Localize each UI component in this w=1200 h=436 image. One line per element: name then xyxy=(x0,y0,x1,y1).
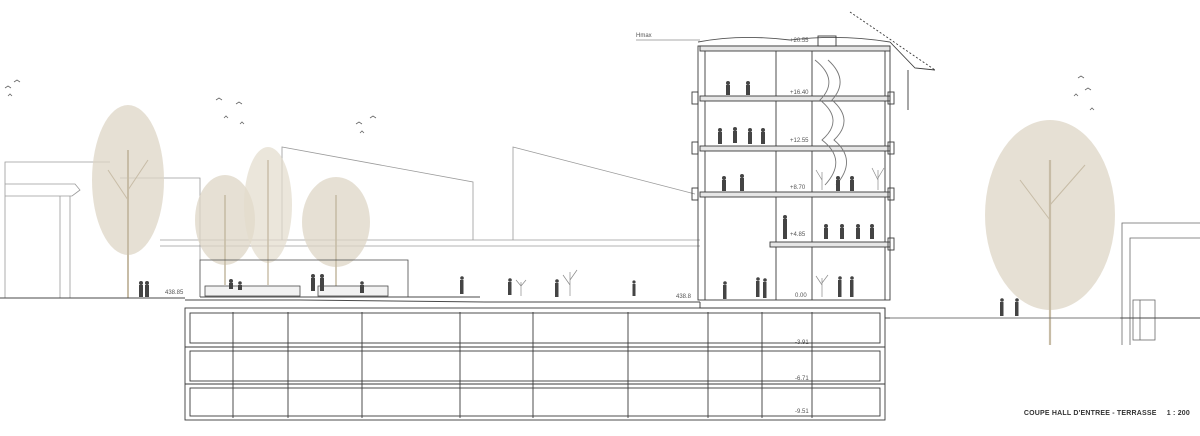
person xyxy=(733,127,737,143)
underground-parking xyxy=(184,307,886,421)
person xyxy=(723,281,727,299)
hmax-label: Hmax xyxy=(636,33,652,39)
level-label: +8.70 xyxy=(790,185,806,191)
person xyxy=(726,81,730,95)
person xyxy=(740,174,744,191)
tree-left-2 xyxy=(195,175,255,285)
person xyxy=(229,279,233,289)
person xyxy=(756,277,760,297)
person xyxy=(360,281,364,293)
level-label: -3.91 xyxy=(795,340,809,346)
person xyxy=(856,224,860,239)
people xyxy=(139,81,1019,316)
terrace-planters xyxy=(199,259,409,297)
site-elevations: 438.85 438.8 xyxy=(165,290,692,300)
person xyxy=(320,274,324,291)
person xyxy=(746,81,750,95)
level-labels: +20.55 +16.40 +12.55 +8.70 +4.85 0.00 -3… xyxy=(790,38,809,415)
person xyxy=(632,280,636,296)
level-label: +12.55 xyxy=(790,138,809,144)
drawing-title: COUPE HALL D'ENTREE - TERRASSE xyxy=(1023,410,1157,417)
tower-section xyxy=(691,11,936,301)
person xyxy=(783,215,787,239)
person xyxy=(850,276,854,297)
person xyxy=(824,224,828,239)
birds xyxy=(4,75,1095,134)
person xyxy=(761,128,765,144)
ground-line xyxy=(0,296,1200,319)
elevation-label-left: 438.85 xyxy=(165,290,184,296)
drawing-caption: COUPE HALL D'ENTREE - TERRASSE 1 : 200 xyxy=(1000,410,1190,417)
tree-left-3 xyxy=(244,147,292,285)
tree-left-1 xyxy=(92,105,164,298)
drawing-scale: 1 : 200 xyxy=(1166,410,1190,417)
person xyxy=(139,281,143,297)
person xyxy=(1000,298,1004,316)
person xyxy=(145,281,149,297)
elevation-label-right: 438.8 xyxy=(676,294,692,300)
plants xyxy=(515,167,885,297)
person xyxy=(840,224,844,239)
person xyxy=(460,276,464,294)
person xyxy=(763,278,767,298)
level-label: -6.71 xyxy=(795,376,809,382)
person xyxy=(555,279,559,297)
tree-left-4 xyxy=(302,177,370,290)
person xyxy=(311,274,315,291)
person xyxy=(850,176,854,191)
person xyxy=(836,176,840,191)
level-label: +4.85 xyxy=(790,232,806,238)
level-label: -9.51 xyxy=(795,409,809,415)
level-label: +16.40 xyxy=(790,90,809,96)
person xyxy=(718,128,722,144)
tree-right xyxy=(985,120,1115,345)
person xyxy=(748,128,752,144)
neighbour-building-right xyxy=(1121,222,1200,345)
person xyxy=(838,276,842,297)
hmax-marker: Hmax xyxy=(636,33,700,41)
person xyxy=(870,224,874,239)
person xyxy=(722,176,726,191)
level-label: 0.00 xyxy=(795,293,807,299)
person xyxy=(1015,298,1019,316)
person xyxy=(238,281,242,290)
person xyxy=(508,278,512,295)
level-label: +20.55 xyxy=(790,38,809,44)
